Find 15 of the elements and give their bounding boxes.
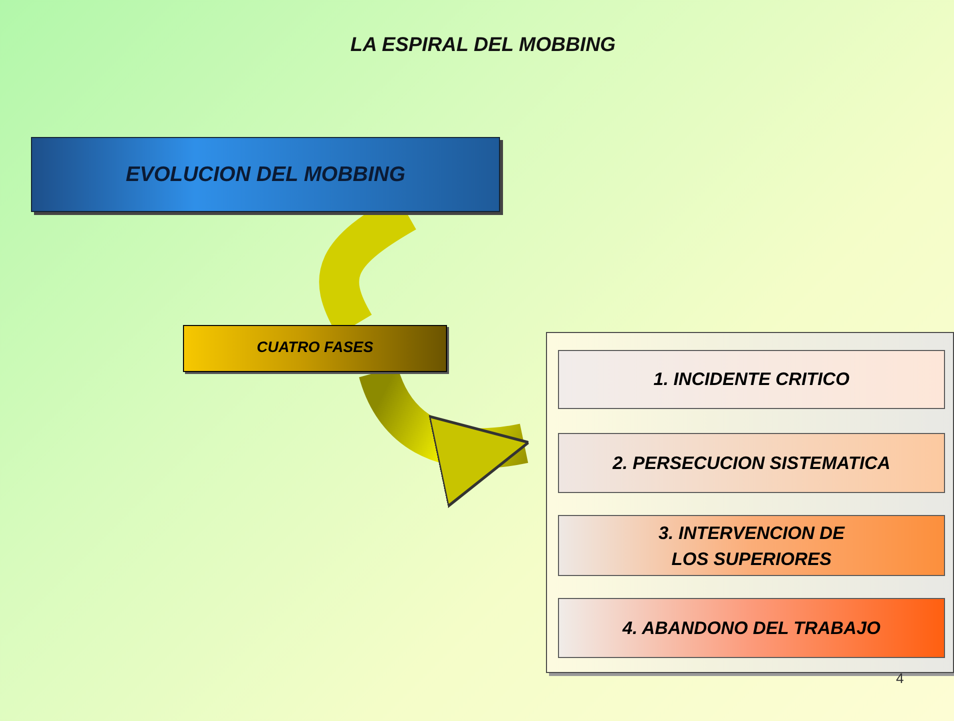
title-box [31,137,500,212]
box-label: 2. PERSECUCION SISTEMATICA [611,452,892,474]
diagram-title: LA ESPIRAL DEL MOBBING [349,33,617,58]
box-label: 1. INCIDENTE CRITICO [652,368,850,391]
box-label: 4. ABANDONO DEL TRABAJO [621,616,882,640]
phase-box [558,515,945,576]
phase-box [558,433,945,493]
box-label: EVOLUCION DEL MOBBING [124,162,406,188]
phase-box [558,598,945,658]
phases-panel [546,332,954,673]
box-label: CUATRO FASES [256,338,374,358]
box-label: 3. INTERVENCION DE LOS SUPERIORES [657,522,846,570]
phase-box [558,350,945,409]
phase-box [183,325,447,372]
page-number: 4 [896,669,904,688]
